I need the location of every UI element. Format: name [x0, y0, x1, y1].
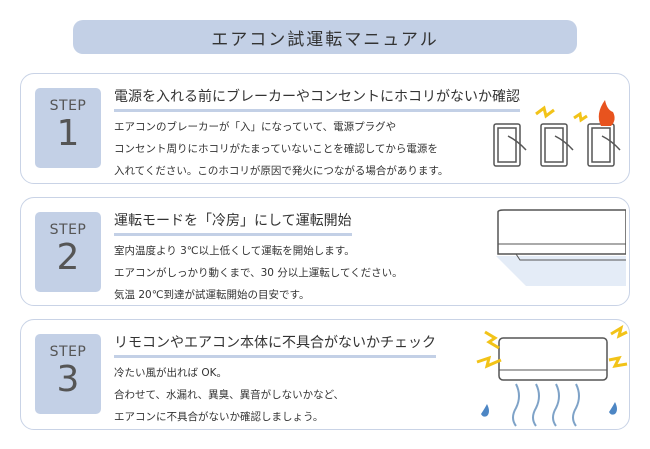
description-line: 冷たい風が出れば OK。: [114, 367, 227, 379]
description-line: 入れてください。このホコリが原因で発火につながる場合があります。: [114, 165, 449, 177]
description-line: 室内温度より 3℃以上低くして運転を開始します。: [114, 245, 355, 257]
malfunction-check-illustration: [476, 324, 628, 427]
step-label: STEP: [49, 222, 87, 238]
description-line: エアコンに不具合がないか確認しましょう。: [114, 411, 324, 423]
step-number: 3: [56, 359, 80, 400]
description-line: エアコンがしっかり動くまで、30 分以上運転してください。: [114, 267, 403, 279]
step-title: 電源を入れる前にブレーカーやコンセントにホコリがないか確認: [114, 86, 520, 112]
description-line: コンセント周りにホコリがたまっていないことを確認してから電源を: [114, 143, 438, 155]
step-number: 2: [56, 237, 80, 278]
step-description: 冷たい風が出れば OK。 合わせて、水漏れ、異臭、異音がしないかなど、 エアコン…: [114, 362, 344, 428]
description-line: 気温 20℃到達が試運転開始の目安です。: [114, 289, 310, 301]
outlet-illustration: [493, 100, 621, 167]
description-line: エアコンのブレーカーが「入」になっていて、電源プラグや: [114, 121, 397, 133]
step-label: STEP: [49, 98, 87, 114]
step-number: 1: [56, 113, 80, 154]
air-conditioner-illustration: [496, 209, 626, 286]
page-title: エアコン試運転マニュアル: [73, 20, 577, 54]
step-label: STEP: [49, 344, 87, 360]
step-title: 運転モードを「冷房」にして運転開始: [114, 210, 352, 236]
description-line: 合わせて、水漏れ、異臭、異音がしないかなど、: [114, 389, 345, 401]
step-title: リモコンやエアコン本体に不具合がないかチェック: [114, 332, 436, 358]
step-description: エアコンのブレーカーが「入」になっていて、電源プラグや コンセント周りにホコリが…: [114, 116, 448, 182]
step-description: 室内温度より 3℃以上低くして運転を開始します。 エアコンがしっかり動くまで、3…: [114, 240, 403, 306]
